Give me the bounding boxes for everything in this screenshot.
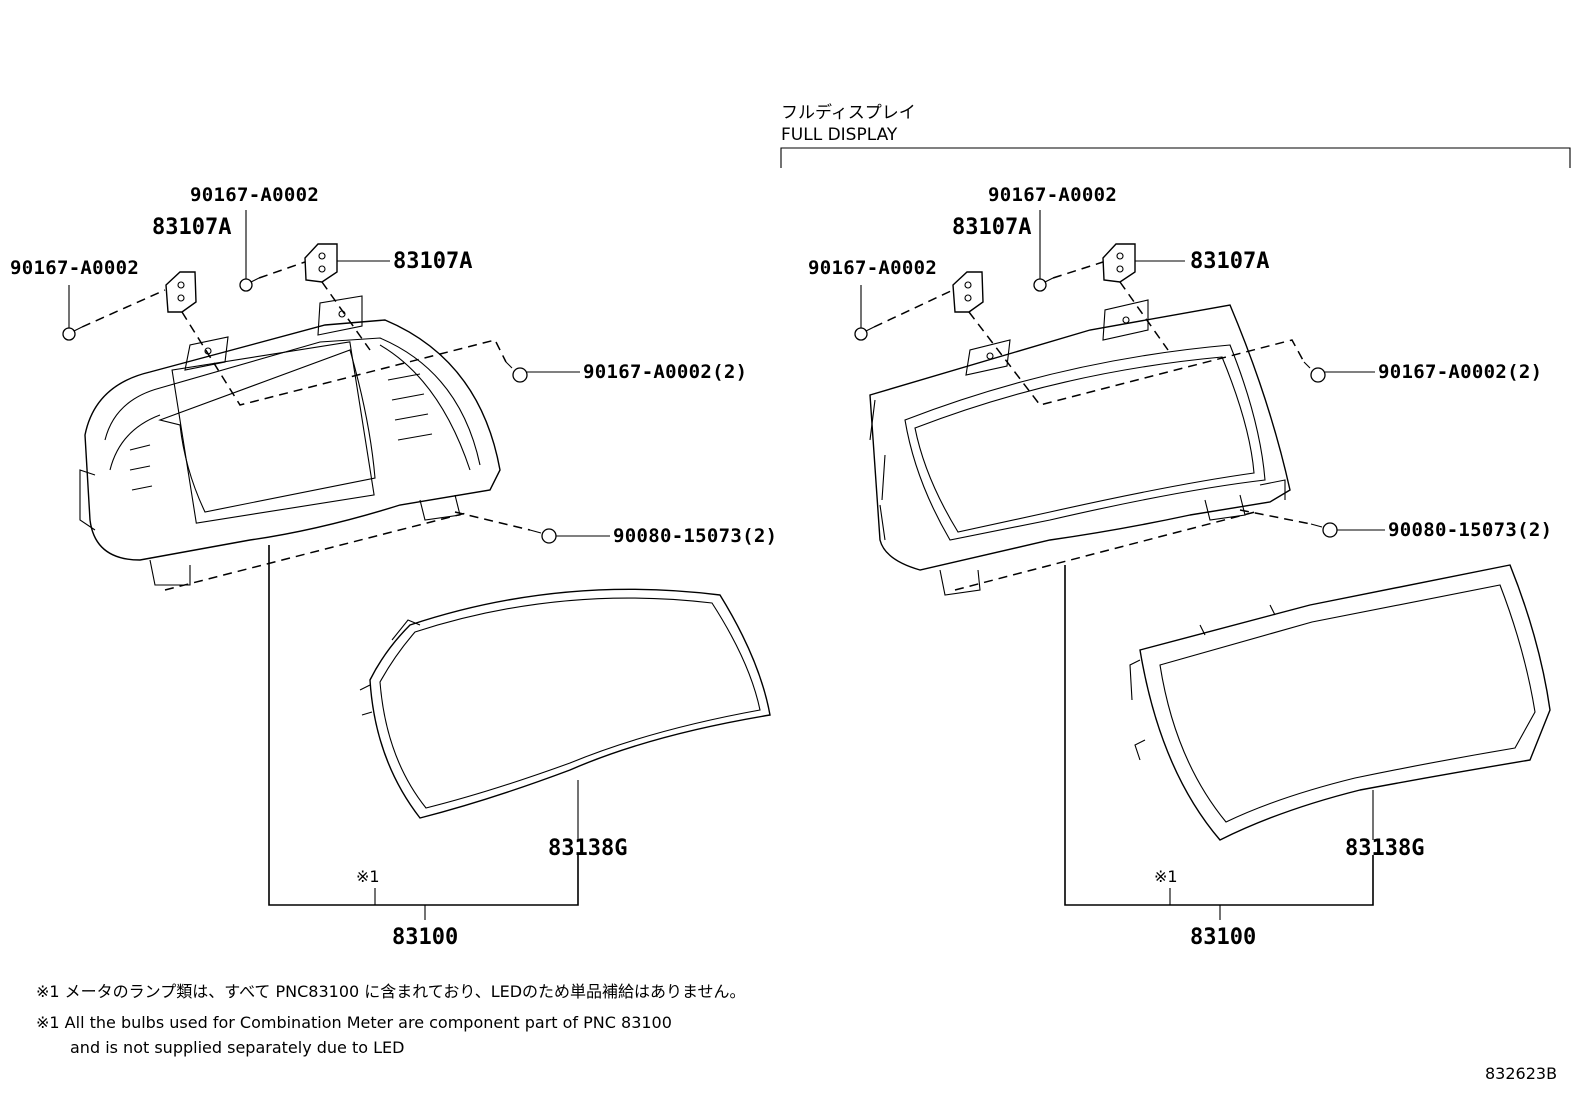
bolt-1 [529, 528, 557, 544]
label-assembly-2: 83100 [1190, 925, 1256, 950]
right-group: 90167-A0002 83107A 90167-A0002 83107A 90… [808, 184, 1552, 950]
bracket-right-1 [304, 243, 338, 283]
label-lens-1: 83138G [548, 836, 627, 861]
lens-right [1129, 564, 1551, 841]
screw-right-2 [1303, 361, 1326, 383]
label-note-mark-2: ※1 [1154, 867, 1178, 886]
bracket-left-1 [165, 271, 197, 313]
header-jp: フルディスプレイ [781, 102, 916, 123]
label-bracket-right-1: 83107A [393, 249, 472, 274]
bracket-right-2 [1102, 243, 1136, 283]
label-bracket-right-2: 83107A [1190, 249, 1269, 274]
diagram-id: 832623B [1485, 1064, 1557, 1083]
screw-top-2 [1033, 277, 1054, 292]
full-display-header: フルディスプレイ FULL DISPLAY [780, 102, 1571, 168]
note-en-line-1: ※1 All the bulbs used for Combination Me… [36, 1013, 672, 1032]
label-assembly-1: 83100 [392, 925, 458, 950]
label-screw-left-2: 90167-A0002 [808, 257, 937, 279]
notes: ※1 メータのランプ類は、すべて PNC83100 に含まれており、LEDのため… [36, 982, 746, 1057]
label-lens-2: 83138G [1345, 836, 1424, 861]
left-group: 90167-A0002 83107A 90167-A0002 83107A 90… [10, 184, 777, 950]
label-screw-left-1: 90167-A0002 [10, 257, 139, 279]
label-bolt-2: 90080-15073(2) [1388, 519, 1552, 541]
label-screw-top-1: 90167-A0002 [190, 184, 319, 206]
label-bracket-left-2: 83107A [952, 215, 1031, 240]
label-note-mark-1: ※1 [356, 867, 380, 886]
screw-left-1 [62, 326, 83, 341]
assembly-dashes-right [873, 261, 1312, 591]
screw-top-1 [239, 277, 260, 292]
assembly-dashes-left [81, 261, 531, 591]
meter-housing-right [869, 299, 1291, 596]
note-jp: ※1 メータのランプ類は、すべて PNC83100 に含まれており、LEDのため… [36, 982, 746, 1001]
leaders-right [860, 210, 1385, 920]
header-en: FULL DISPLAY [781, 125, 898, 145]
label-screw-top-2: 90167-A0002 [988, 184, 1117, 206]
label-bracket-left-1: 83107A [152, 215, 231, 240]
label-screw-right-1: 90167-A0002(2) [583, 361, 747, 383]
meter-housing-left [79, 295, 501, 586]
lens-left [359, 588, 771, 819]
header-bracket [780, 147, 1571, 168]
bracket-left-2 [952, 271, 984, 313]
screw-right-1 [505, 361, 528, 383]
label-bolt-1: 90080-15073(2) [613, 525, 777, 547]
label-screw-right-2: 90167-A0002(2) [1378, 361, 1542, 383]
screw-left-2 [854, 326, 875, 341]
note-en-line-2: and is not supplied separately due to LE… [70, 1038, 404, 1057]
bolt-2 [1310, 522, 1338, 538]
leaders-left [68, 210, 610, 920]
